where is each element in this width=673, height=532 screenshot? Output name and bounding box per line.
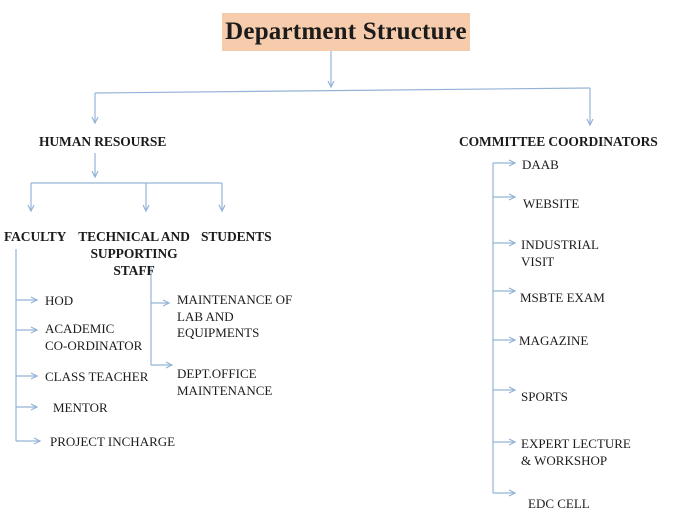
committee-item-daab: DAAB xyxy=(522,157,559,172)
faculty-item-hod: HOD xyxy=(45,293,74,308)
branch-students-label: STUDENTS xyxy=(201,229,272,244)
branch-technical-staff-label: TECHNICAL AND SUPPORTING STAFF xyxy=(78,229,190,279)
committee-item-expert-lecture-workshop: EXPERT LECTURE & WORKSHOP xyxy=(521,436,631,468)
faculty-item-mentor: MENTOR xyxy=(53,400,108,415)
human-resource-header: HUMAN RESOURSE xyxy=(39,134,167,149)
faculty-connectors xyxy=(15,249,42,445)
committee-item-website: WEBSITE xyxy=(523,196,580,211)
committee-item-industrial-visit: INDUSTRIAL VISIT xyxy=(521,237,599,269)
faculty-item-project-incharge: PROJECT INCHARGE xyxy=(50,434,176,449)
committee-connectors xyxy=(492,159,517,497)
diagram-title: Department Structure xyxy=(225,18,467,45)
root-connectors xyxy=(91,51,594,127)
technical-staff-connectors xyxy=(150,267,174,369)
branch-faculty-label: FACULTY xyxy=(4,229,67,244)
human-resource-connectors xyxy=(27,153,226,213)
committee-item-edc-cell: EDC CELL xyxy=(528,496,590,511)
tech-item-office-maintenance: DEPT.OFFICE MAINTENANCE xyxy=(177,366,273,398)
committee-item-msbte-exam: MSBTE EXAM xyxy=(520,290,605,305)
tech-item-lab-maintenance: MAINTENANCE OF LAB AND EQUIPMENTS xyxy=(177,292,293,340)
faculty-item-academic-coordinator: ACADEMIC CO-ORDINATOR xyxy=(45,321,143,353)
diagram-title-box: Department Structure xyxy=(222,13,470,51)
committee-item-magazine: MAGAZINE xyxy=(519,333,589,348)
faculty-item-class-teacher: CLASS TEACHER xyxy=(45,369,149,384)
committee-coordinators-header: COMMITTEE COORDINATORS xyxy=(459,134,658,149)
committee-item-sports: SPORTS xyxy=(521,389,568,404)
